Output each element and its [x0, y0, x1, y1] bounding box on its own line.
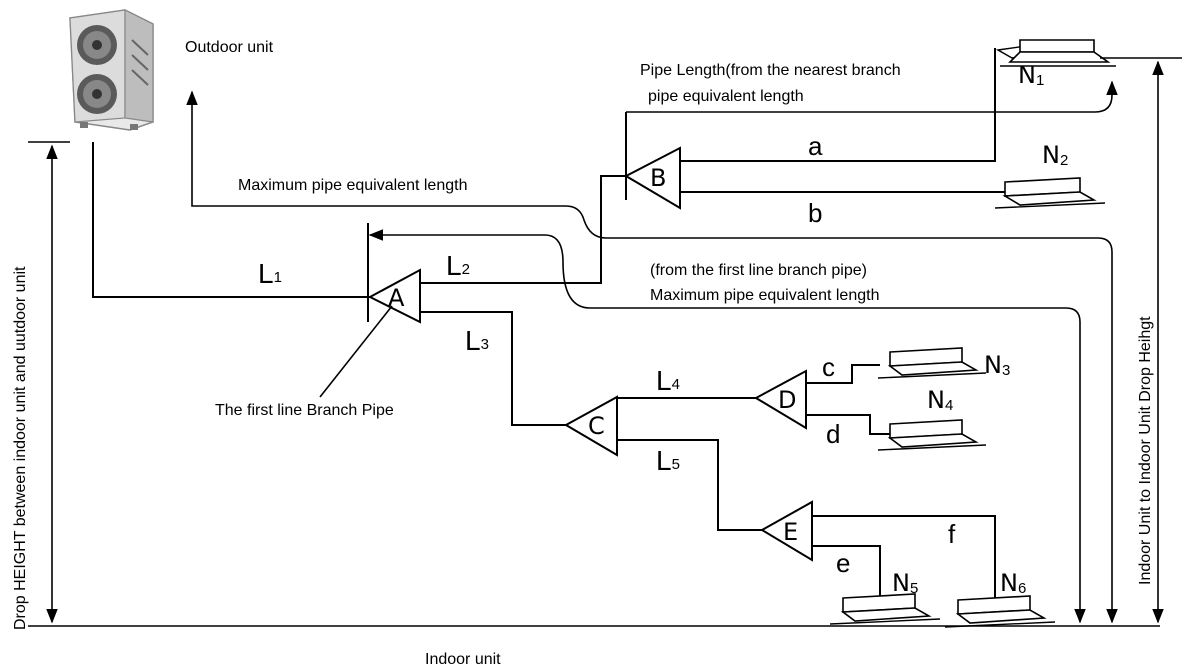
drop-height-label: Drop HEIGHT between indoor unit and uutd… [12, 266, 29, 630]
pipe-f-label: f [948, 519, 956, 549]
max-pipe-label-1: Maximum pipe equivalent length [238, 177, 467, 194]
pipe-L4-label: L4 [656, 365, 680, 396]
outdoor-unit-label: Outdoor unit [185, 39, 274, 56]
indoor-unit-N2-label: N2 [1042, 141, 1068, 169]
pipe-L3-label: L3 [465, 325, 489, 356]
pipe-L5 [617, 439, 762, 531]
pipe-L1 [92, 142, 370, 298]
pipe-L5-label: L5 [656, 445, 680, 476]
indoor-unit-N2-icon [994, 177, 1106, 209]
max-length-arrow-branch [368, 229, 1086, 624]
first-branch-pointer [319, 305, 393, 398]
pipe-length-line2: pipe equivalent length [648, 88, 804, 105]
indoor-unit-N4-icon [877, 419, 987, 451]
indoor-unit-N5-label: N5 [892, 569, 918, 597]
indoor-unit-N5-icon [829, 593, 941, 625]
pipe-d [806, 414, 890, 435]
pipe-d-label: d [826, 419, 840, 449]
indoor-unit-N3-label: N3 [984, 351, 1010, 379]
indoor-unit-N4-label: N4 [927, 386, 953, 414]
indoor-unit-N3-icon [877, 347, 987, 379]
indoor-unit-N1-icon [995, 39, 1116, 67]
outdoor-unit-icon [69, 9, 154, 131]
branch-D-label: D [778, 386, 796, 414]
branch-C-label: C [588, 412, 605, 440]
branch-E-label: E [783, 518, 798, 546]
indoor-unit-N6-label: N6 [1000, 569, 1026, 597]
pipe-L3 [420, 311, 566, 426]
pipe-L2-label: L2 [446, 250, 470, 281]
pipe-c [806, 364, 880, 384]
pipe-length-line1: Pipe Length(from the nearest branch [640, 62, 901, 79]
indoor-unit-N1-label: N1 [1018, 61, 1044, 89]
pipe-L1-label: L1 [258, 258, 282, 289]
from-first-branch-label: (from the first line branch pipe) [650, 262, 867, 279]
pipe-e-label: e [836, 548, 850, 578]
indoor-unit-label: Indoor unit [425, 651, 501, 668]
first-branch-label: The first line Branch Pipe [215, 402, 394, 419]
pipe-a-label: a [808, 131, 823, 161]
pipe-b-label: b [808, 198, 822, 228]
indoor-drop-label: Indoor Unit to Indoor Unit Drop Heihgt [1137, 316, 1154, 585]
branch-B-label: B [650, 164, 666, 192]
indoor-unit-N6-icon [944, 595, 1056, 628]
max-pipe-label-2: Maximum pipe equivalent length [650, 287, 879, 304]
pipe-c-label: c [822, 352, 835, 382]
